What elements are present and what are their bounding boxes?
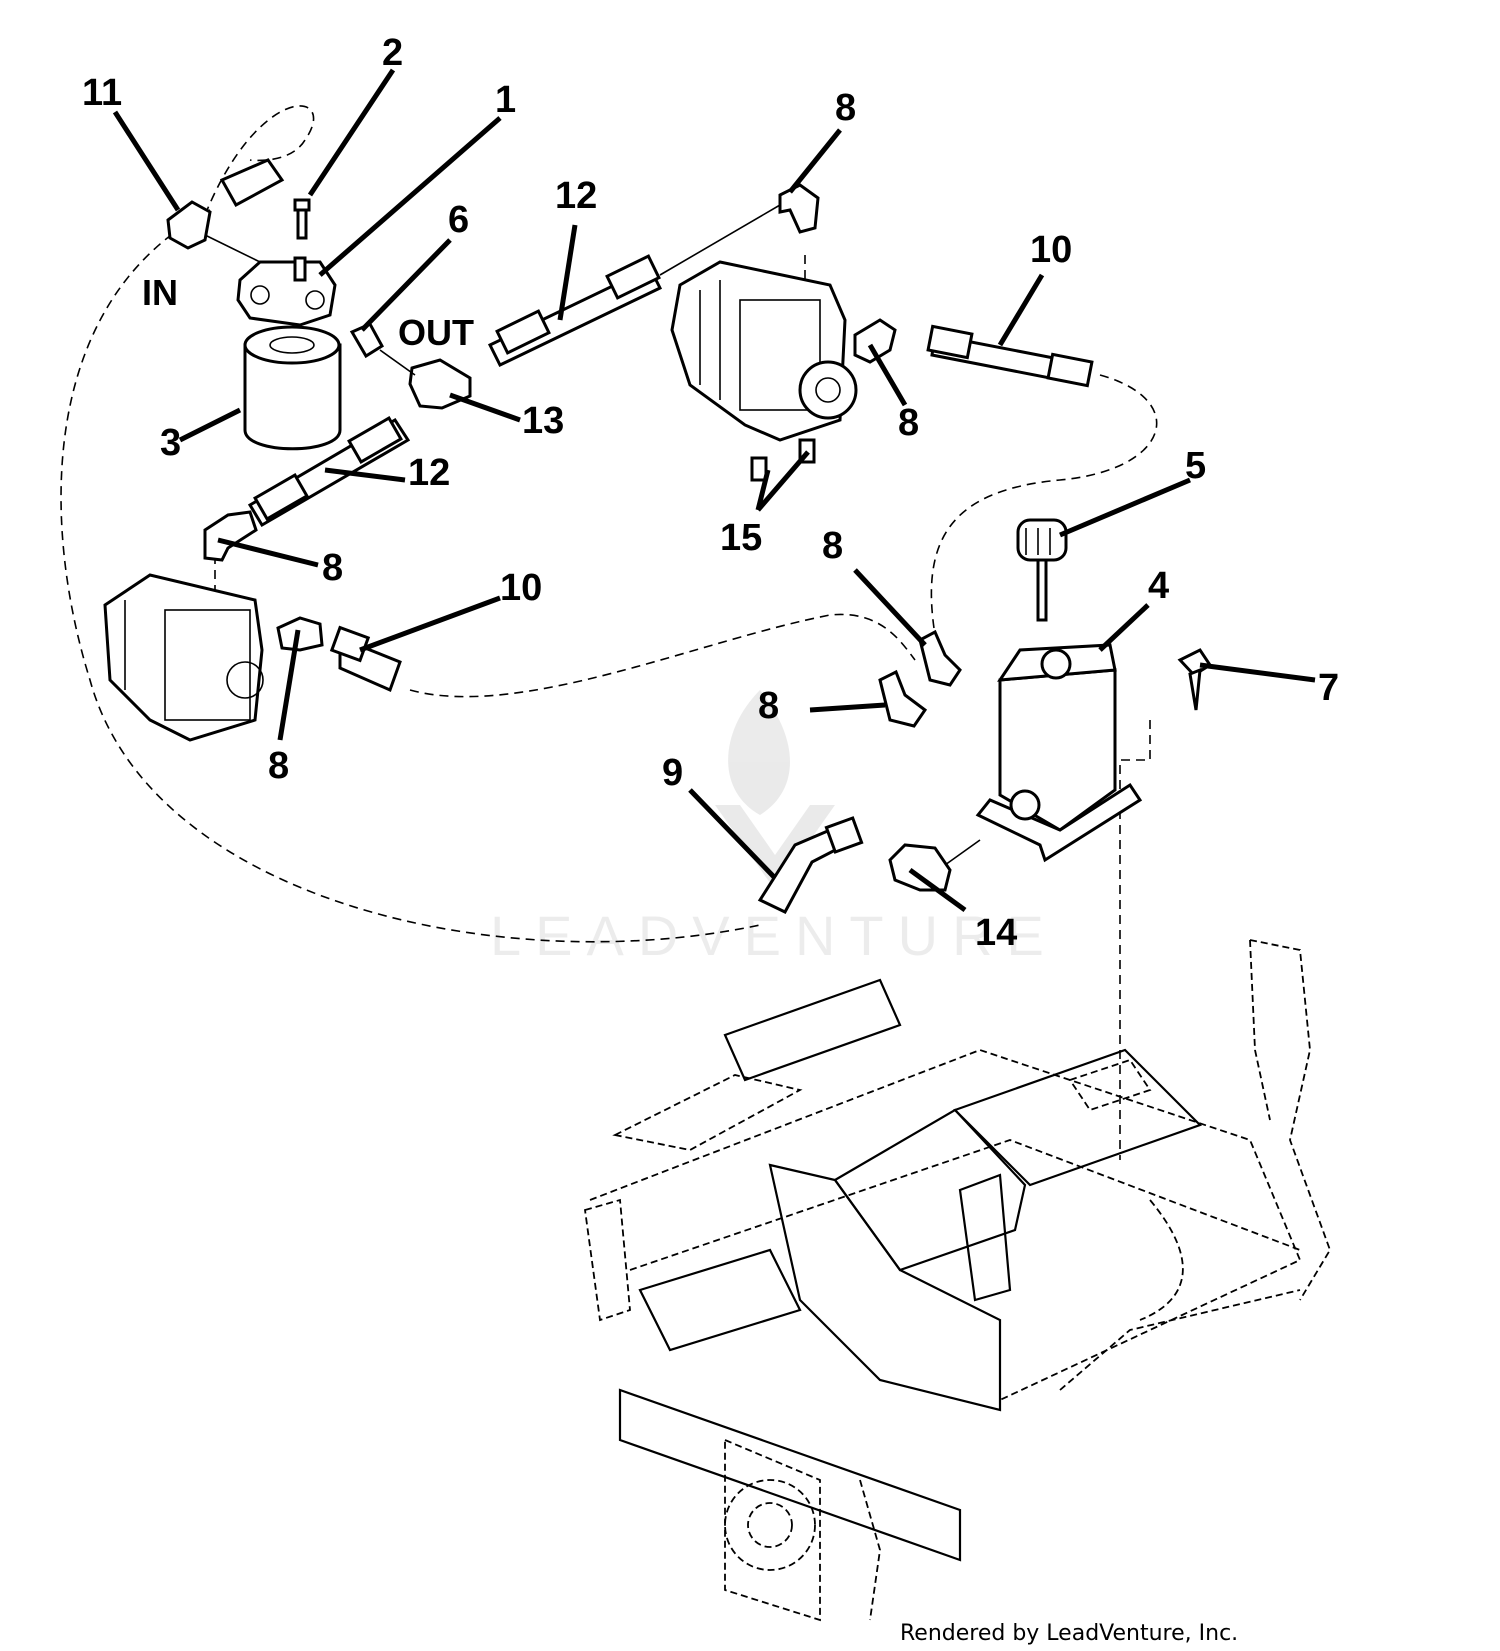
watermark-text: LEADVENTURE <box>490 904 1058 967</box>
callout-12-lower: 12 <box>408 452 450 494</box>
credit-text: Rendered by LeadVenture, Inc. <box>900 1621 1238 1646</box>
elbow-fitting-11 <box>166 200 261 263</box>
elbow-fitting-8-tank-lower <box>878 669 928 728</box>
callout-11: 11 <box>82 72 122 114</box>
callout-7: 7 <box>1318 667 1339 709</box>
watermark-logo <box>715 690 835 890</box>
callout-8-lower-left: 8 <box>268 745 289 787</box>
elbow-fitting-14 <box>888 839 981 892</box>
elbow-fitting-8-tank-upper <box>918 629 962 687</box>
callout-3: 3 <box>160 422 181 464</box>
hydraulic-pump-left <box>103 573 264 742</box>
callout-10-right: 10 <box>1030 229 1072 271</box>
callout-12-upper: 12 <box>555 175 597 217</box>
callout-10-left: 10 <box>500 567 542 609</box>
elbow-fitting-8-lower-left <box>276 616 324 652</box>
filter-head <box>236 256 337 327</box>
fitting-6 <box>349 322 384 359</box>
callout-1: 1 <box>495 79 516 121</box>
in-label: IN <box>142 272 178 313</box>
hydraulic-pump-right <box>670 260 858 442</box>
callout-5: 5 <box>1185 445 1206 487</box>
filter-canister <box>243 325 342 451</box>
out-label: OUT <box>398 312 474 353</box>
hose-9 <box>757 816 864 914</box>
hose-12-upper <box>487 204 781 367</box>
callout-2: 2 <box>382 32 403 74</box>
callout-9: 9 <box>662 752 683 794</box>
mower-frame <box>584 939 1331 1622</box>
callout-numbers: 11 2 1 3 6 12 8 10 8 13 12 8 15 10 8 5 8… <box>82 32 1339 954</box>
hose-10-right <box>926 324 1094 388</box>
hose-routing-lines <box>60 105 1158 1160</box>
callout-15: 15 <box>720 517 762 559</box>
callout-14: 14 <box>975 912 1017 954</box>
hose-10-left <box>329 625 402 693</box>
bolt <box>293 198 311 240</box>
callout-8-pump: 8 <box>898 402 919 444</box>
callout-8-tank-lower: 8 <box>758 685 779 727</box>
elbow-fitting-8-pump <box>853 318 897 364</box>
callout-8-tank-upper: 8 <box>822 525 843 567</box>
callout-13: 13 <box>522 400 564 442</box>
callout-8-top: 8 <box>835 87 856 129</box>
fittings-15 <box>750 438 816 482</box>
reservoir-tank <box>975 643 1143 863</box>
leader-lines <box>112 68 1316 913</box>
callout-4: 4 <box>1148 565 1169 607</box>
short-hose <box>219 158 285 208</box>
screw <box>1177 648 1213 711</box>
elbow-fitting-8-top <box>778 183 820 234</box>
reservoir-cap <box>1016 518 1068 622</box>
elbow-fitting-8-left <box>203 510 258 562</box>
callout-8-left: 8 <box>322 547 343 589</box>
callout-6: 6 <box>448 199 469 241</box>
